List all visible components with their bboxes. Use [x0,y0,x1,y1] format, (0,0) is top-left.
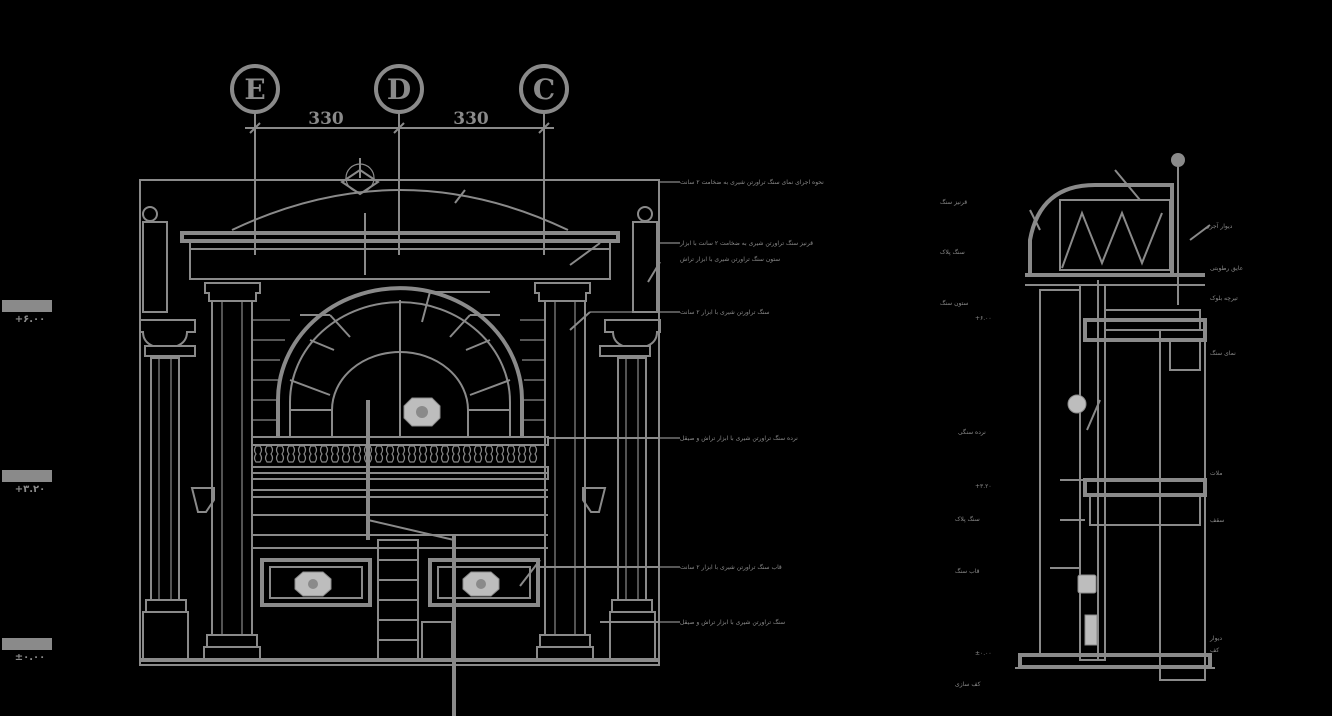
balustrade [251,436,549,480]
note-4: سنگ تراورتن شیری با ابزار ۲ سانت [680,308,770,316]
section-note-r2: عایق رطوبتی [1210,265,1243,272]
section-level-3: ±۰.۰۰ [975,650,992,657]
section-note-l2: سنگ پلاک [940,248,965,256]
section-note-r3: تیرچه بلوک [1210,294,1238,302]
note-3: ستون سنگ تراورتن شیری با ابزار تراش [680,255,780,263]
section-level-1: +۶.۰۰ [975,315,992,322]
level-markers: +۶.۰۰ +۳.۲۰ ±۰.۰۰ [2,300,52,663]
pediment-arch [231,189,569,231]
dimension-text-1: 330 [308,109,344,129]
baluster [264,445,274,463]
section-note-r5: ملات [1210,470,1222,477]
baluster [517,445,527,463]
lower-panels [260,558,541,607]
baluster [462,445,472,463]
baluster [484,445,494,463]
section-note-l7: کف سازی [955,681,981,688]
section-note-l5: سنگ پلاک [955,515,980,523]
section-note-r4: نمای سنگ [1210,349,1236,357]
baluster [396,445,406,463]
front-elevation [139,158,661,716]
baluster [495,445,505,463]
level-label-2: +۳.۲۰ [15,484,46,495]
baluster [297,445,307,463]
baluster [286,445,296,463]
baluster [352,445,362,463]
section-note-r7: دیوار [1209,635,1222,642]
baluster [308,445,318,463]
baluster [385,445,395,463]
note-1: نحوه اجرای نمای سنگ تراورتن شیری به ضخام… [680,178,824,186]
baluster [451,445,461,463]
baluster [253,445,263,463]
baluster [341,445,351,463]
baluster [275,445,285,463]
grid-label-e: E [244,73,265,106]
section-level-2: +۳.۲۰ [975,483,992,490]
grid-label-c: C [533,73,555,106]
baluster [506,445,516,463]
wall-courses [252,319,545,421]
baluster [407,445,417,463]
ladder [366,400,456,716]
level-label-3: ±۰.۰۰ [15,652,46,663]
section-note-l3: ستون سنگ [940,299,968,307]
section-note-r1: دیوار آجری [1205,221,1233,230]
baluster [374,445,384,463]
wall-section [1015,153,1215,681]
baluster [319,445,329,463]
baluster [429,445,439,463]
section-note-l4: نرده سنگی [958,428,986,436]
note-6: قاب سنگ تراورتن شیری با ابزار ۲ سانت [680,563,782,571]
baluster [418,445,428,463]
note-7: سنگ تراورتن شیری با ابزار تراش و صیقل [680,618,785,626]
section-note-l1: قرنیز سنگ [940,198,967,206]
baluster [473,445,483,463]
note-5: نرده سنگ تراورتن شیری با ابزار تراش و صی… [680,434,798,442]
baluster [440,445,450,463]
section-note-r8: کف [1210,647,1219,654]
baluster [528,445,538,463]
arch-window [276,286,524,438]
note-2: قرنیز سنگ تراورتن شیری به ضخامت ۲ سانت ب… [679,239,813,247]
section-parapet [1028,183,1174,277]
section-note-r6: سقف [1210,517,1224,524]
baluster [330,445,340,463]
elevation-notes: نحوه اجرای نمای سنگ تراورتن شیری به ضخام… [590,178,824,626]
dimension-text-2: 330 [453,109,489,129]
grid-label-d: D [387,73,411,106]
section-notes: قرنیز سنگ سنگ پلاک ستون سنگ نرده سنگی سن… [940,198,1243,688]
grid-axes: E D C 330 330 [230,64,569,255]
section-note-l6: قاب سنگ [955,567,980,575]
level-label-1: +۶.۰۰ [15,314,46,325]
